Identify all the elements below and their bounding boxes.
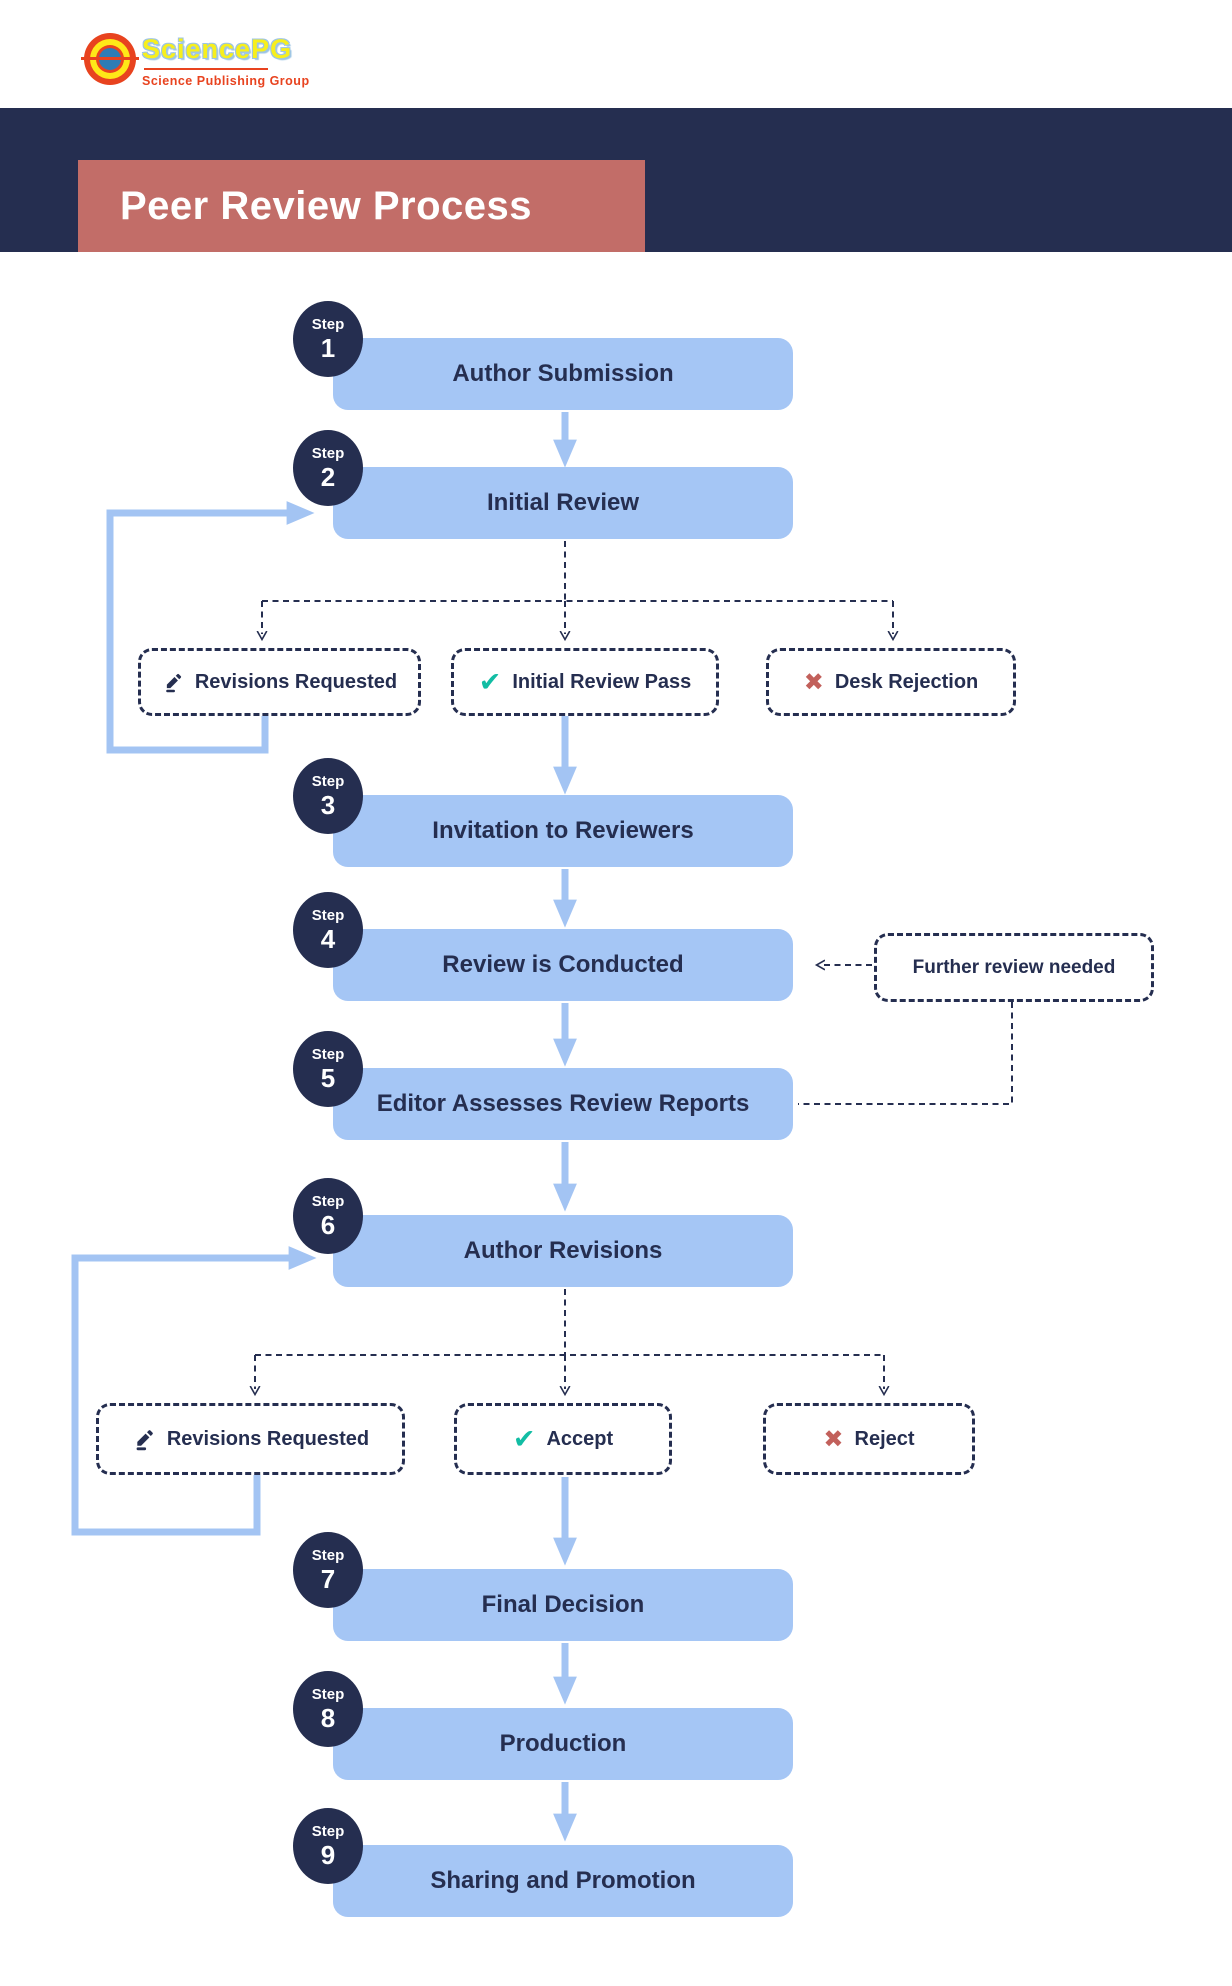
decision-label: Initial Review Pass	[512, 670, 692, 693]
note-elbow-from-step5	[798, 1002, 1013, 1105]
page-title: Peer Review Process	[120, 183, 532, 228]
decision-reject: ✖ Reject	[763, 1403, 975, 1475]
step-badge-word: Step	[311, 773, 345, 790]
pencil-icon	[162, 671, 184, 693]
logo-bar	[81, 57, 139, 60]
flow-box-sharing-and-promotion: Sharing and Promotion	[333, 1845, 793, 1917]
step-badge-number: 6	[320, 1210, 336, 1240]
step-badge-number: 5	[320, 1063, 336, 1093]
sciencepg-logo-text: SciencePG Science Publishing Group	[142, 34, 362, 88]
flow-box-initial-review: Initial Review	[333, 467, 793, 539]
loop-revisions-to-step6	[71, 1246, 317, 1536]
step-3-badge: Step 3	[293, 758, 363, 834]
flow-box-author-submission: Author Submission	[333, 338, 793, 410]
title-banner: Peer Review Process	[78, 160, 645, 252]
pencil-icon	[132, 1427, 156, 1451]
note-further-review-needed: Further review needed	[874, 933, 1154, 1002]
decision-revisions-requested-2: Revisions Requested	[96, 1403, 405, 1475]
step-5-badge: Step 5	[293, 1031, 363, 1107]
step-6-badge: Step 6	[293, 1178, 363, 1254]
step-badge-number: 9	[320, 1840, 336, 1870]
step-2-badge: Step 2	[293, 430, 363, 506]
flow-box-production: Production	[333, 1708, 793, 1780]
step-1-badge: Step 1	[293, 301, 363, 377]
step-7-badge: Step 7	[293, 1532, 363, 1608]
decision-label: Revisions Requested	[194, 670, 398, 693]
decision-initial-review-pass: ✔ Initial Review Pass	[451, 648, 719, 716]
cross-icon: ✖	[803, 668, 824, 696]
brand-tagline: Science Publishing Group	[142, 74, 310, 88]
flow-box-final-decision: Final Decision	[333, 1569, 793, 1641]
cross-icon: ✖	[823, 1425, 844, 1453]
note-label: Further review needed	[912, 956, 1116, 978]
brand-name: SciencePG	[142, 34, 293, 64]
step-4-badge: Step 4	[293, 892, 363, 968]
step-badge-word: Step	[311, 316, 345, 333]
step-badge-number: 2	[320, 462, 336, 492]
decision-label: Reject	[854, 1427, 915, 1450]
logo-divider	[144, 68, 268, 70]
sciencepg-logo-icon	[81, 33, 139, 85]
loop-revisions-to-step2	[106, 501, 315, 754]
step-badge-word: Step	[311, 1046, 345, 1063]
step-badge-number: 8	[320, 1703, 336, 1733]
step-badge-word: Step	[311, 445, 345, 462]
check-icon: ✔	[512, 1423, 536, 1455]
step-badge-word: Step	[311, 1547, 345, 1564]
step-badge-word: Step	[311, 907, 345, 924]
step-badge-number: 1	[320, 333, 336, 363]
decision-label: Desk Rejection	[834, 670, 979, 693]
check-icon: ✔	[478, 666, 502, 698]
flow-box-invitation-to-reviewers: Invitation to Reviewers	[333, 795, 793, 867]
decision-accept: ✔ Accept	[454, 1403, 672, 1475]
step-badge-number: 3	[320, 790, 336, 820]
step-badge-word: Step	[311, 1823, 345, 1840]
step-9-badge: Step 9	[293, 1808, 363, 1884]
flow-box-author-revisions: Author Revisions	[333, 1215, 793, 1287]
step-badge-number: 4	[320, 924, 336, 954]
decision-label: Accept	[546, 1427, 614, 1450]
step-badge-word: Step	[311, 1686, 345, 1703]
flow-box-editor-assesses-review-reports: Editor Assesses Review Reports	[333, 1068, 793, 1140]
decision-desk-rejection: ✖ Desk Rejection	[766, 648, 1016, 716]
decision-label: Revisions Requested	[166, 1427, 370, 1450]
step-badge-word: Step	[311, 1193, 345, 1210]
step-badge-number: 7	[320, 1564, 336, 1594]
step-8-badge: Step 8	[293, 1671, 363, 1747]
flow-box-review-is-conducted: Review is Conducted	[333, 929, 793, 1001]
decision-revisions-requested-1: Revisions Requested	[138, 648, 421, 716]
